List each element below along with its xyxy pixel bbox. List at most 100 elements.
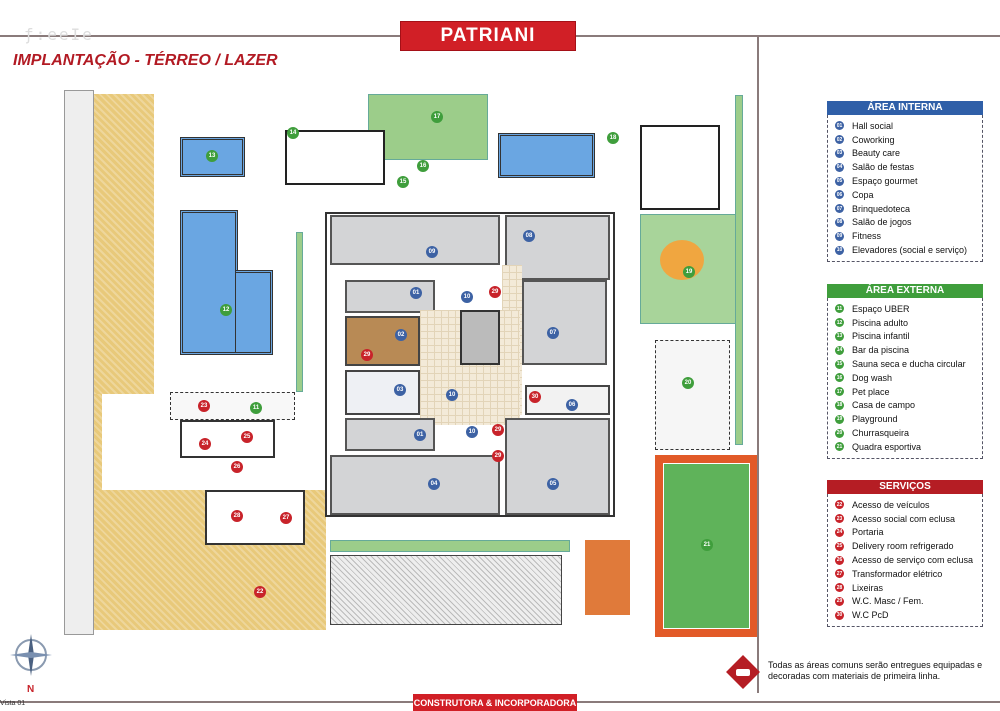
stair-core (460, 310, 500, 365)
marker-coworking: 02 (395, 329, 407, 341)
legend-label: Bar da piscina (852, 345, 910, 356)
legend-label: Coworking (852, 134, 895, 145)
garden-strip-right (735, 95, 743, 445)
casa-de-campo (640, 125, 720, 210)
marker-elevator: 10 (466, 426, 478, 438)
marker-pool-bar: 14 (287, 127, 299, 139)
legend-number: 07 (835, 204, 844, 214)
pergola-uber (170, 392, 295, 420)
marker-dog-wash: 16 (417, 160, 429, 172)
legend-label: Churrasqueira (852, 428, 910, 439)
legend-label: Acesso social com eclusa (852, 513, 956, 524)
legend-item: 12 Piscina adulto (835, 316, 976, 330)
legend-number: 22 (835, 500, 844, 510)
legend-number: 29 (835, 596, 844, 606)
legend-number: 10 (835, 245, 844, 255)
legend-label: Espaço UBER (852, 303, 910, 314)
marker-service-access: 26 (231, 461, 243, 473)
room-hall-top (345, 280, 435, 313)
room-beauty (345, 370, 420, 415)
legend-label: Lixeiras (852, 582, 884, 593)
marker-games: 08 (523, 230, 535, 242)
legend-label: Pet place (852, 386, 890, 397)
north-label: N (27, 684, 35, 695)
legend-number: 24 (835, 527, 844, 537)
legend-number: 30 (835, 610, 844, 620)
legend-label: W.C PcD (852, 610, 889, 621)
marker-party: 04 (428, 478, 440, 490)
legend-number: 15 (835, 359, 844, 369)
sofa-icon (726, 655, 760, 689)
legend-label: Hall social (852, 120, 894, 131)
legend-item: 11 Espaço UBER (835, 302, 976, 316)
legend-number: 26 (835, 555, 844, 565)
legend-item: 07 Brinquedoteca (835, 202, 976, 216)
marker-pet-place: 17 (431, 111, 443, 123)
marker-uber: 11 (250, 402, 262, 414)
room-toy (522, 280, 607, 365)
legend-label: Beauty care (852, 148, 901, 159)
legend-number: 06 (835, 190, 844, 200)
legend-item: 23 Acesso social com eclusa (835, 512, 976, 526)
legend-label: Fitness (852, 231, 882, 242)
marker-elevator: 10 (446, 389, 458, 401)
playground-sand (660, 240, 704, 280)
header-rule-left (0, 35, 400, 37)
legend-label: Transformador elétrico (852, 568, 943, 579)
sauna-pool (498, 133, 595, 178)
legend-label: Piscina infantil (852, 331, 910, 342)
marker-copa: 06 (566, 399, 578, 411)
legend-number: 12 (835, 318, 844, 328)
room-coworking (345, 316, 420, 366)
disclaimer-text: Todas as áreas comuns serão entregues eq… (768, 660, 983, 681)
kids-pool (180, 137, 245, 177)
page-note: Vista 01 (0, 700, 26, 707)
legend-label: Quadra esportiva (852, 441, 922, 452)
marker-transformer: 27 (280, 512, 292, 524)
legend-number: 04 (835, 162, 844, 172)
front-garden (330, 540, 570, 552)
adult-pool (180, 210, 238, 355)
legend-number: 16 (835, 373, 844, 383)
legend-frame (757, 36, 1000, 693)
legend-label: Casa de campo (852, 400, 916, 411)
legend-label: Delivery room refrigerado (852, 541, 954, 552)
legend-number: 17 (835, 387, 844, 397)
marker-gourmet: 05 (547, 478, 559, 490)
legend-number: 13 (835, 331, 844, 341)
legend-number: 11 (835, 304, 844, 314)
marker-sauna: 15 (397, 176, 409, 188)
pet-place (368, 94, 488, 160)
marker-fitness: 09 (426, 246, 438, 258)
footer-tagline: CONSTRUTORA & INCORPORADORA (413, 694, 577, 711)
driveway (94, 94, 154, 394)
legend-label: Brinquedoteca (852, 203, 911, 214)
legend-number: 18 (835, 400, 844, 410)
legend-services-title: SERVIÇOS (827, 480, 983, 494)
room-party (330, 455, 500, 515)
legend-item: 18 Casa de campo (835, 399, 976, 413)
room-games (505, 215, 610, 280)
room-gourmet (505, 418, 610, 515)
bar-building (285, 130, 385, 185)
room-fitness (330, 215, 500, 265)
legend-number: 23 (835, 514, 844, 524)
legend-label: Piscina adulto (852, 317, 909, 328)
